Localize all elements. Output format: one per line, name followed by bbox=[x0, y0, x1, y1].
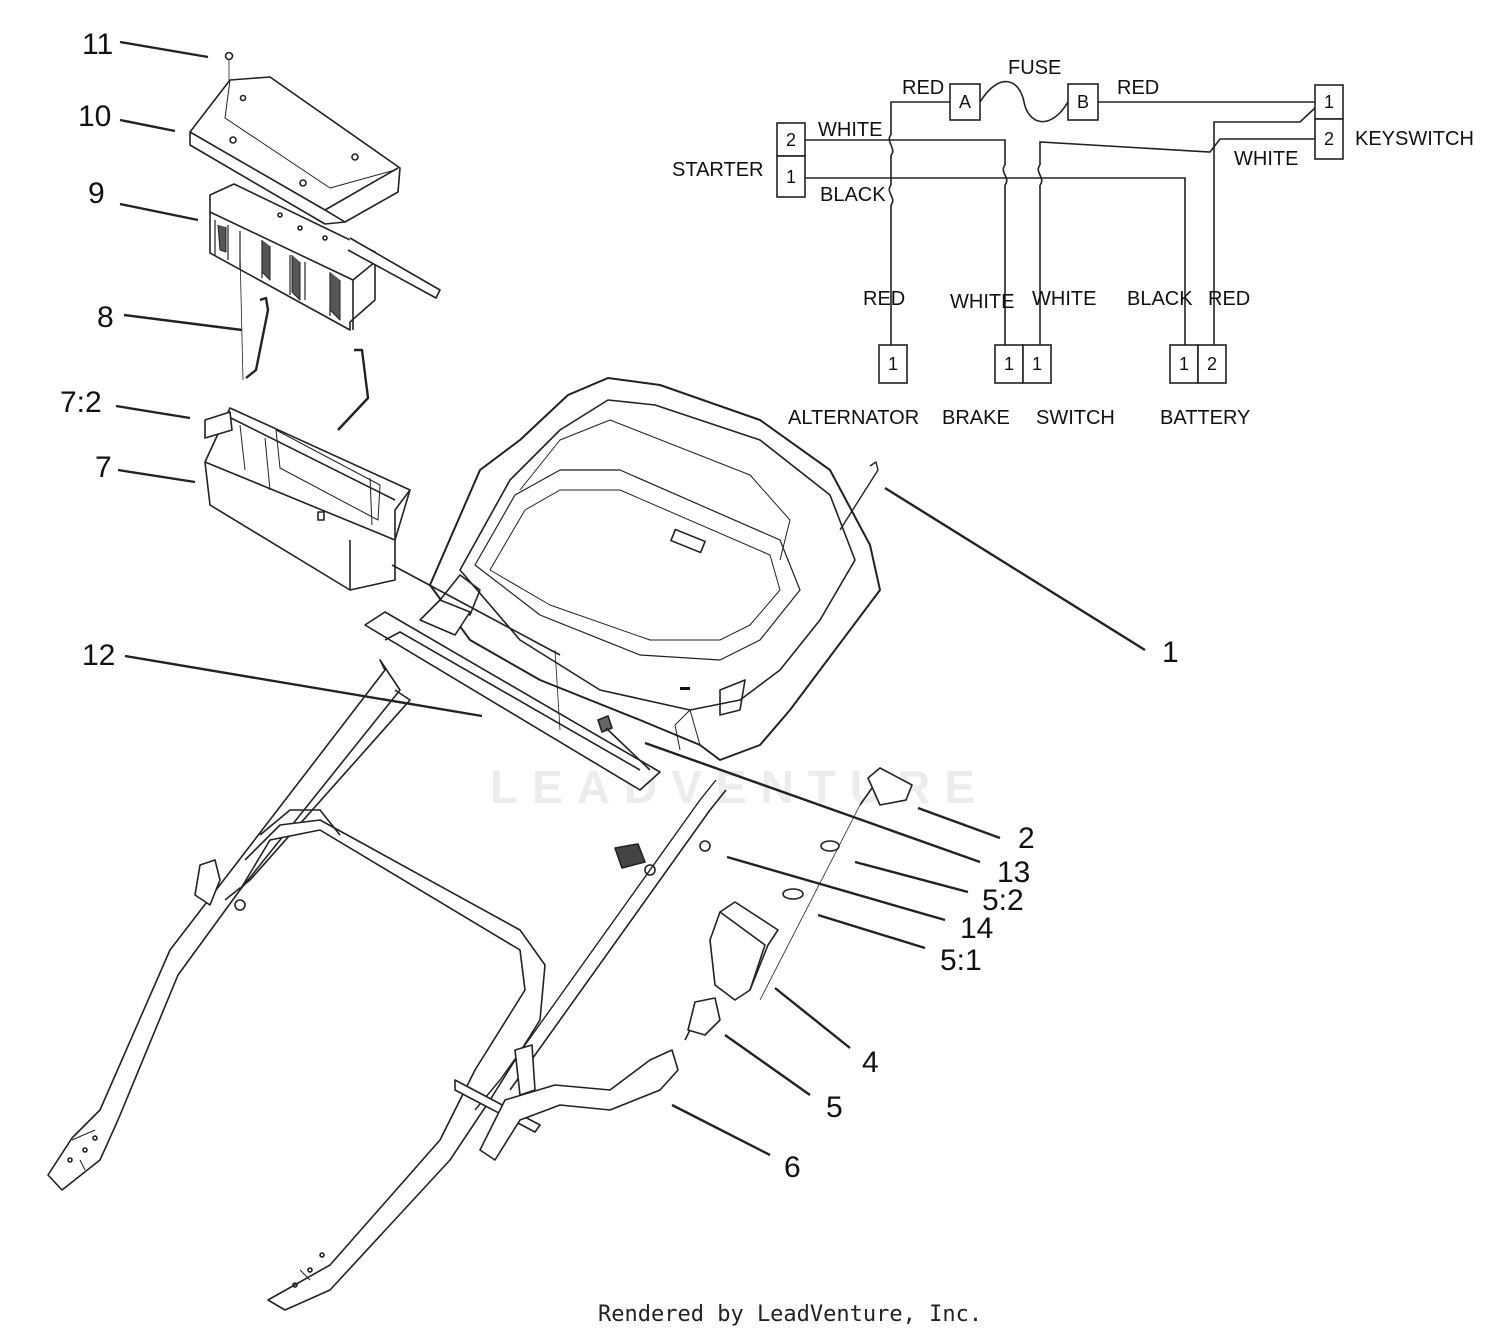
part-14-nut bbox=[699, 840, 711, 852]
leader-lines bbox=[115, 40, 1146, 1157]
watermark: LEADVENTURE bbox=[490, 761, 989, 813]
battery-label: BATTERY bbox=[1160, 407, 1250, 429]
wire-label-white: WHITE bbox=[950, 291, 1014, 313]
starter-pin-2: 2 bbox=[786, 130, 796, 150]
part-8-hold-down-rods bbox=[245, 296, 370, 431]
part-12-bracket bbox=[364, 599, 661, 791]
callout-7-2: 7:2 bbox=[60, 386, 102, 419]
fuse-terminal-a-box bbox=[949, 83, 981, 121]
part-1-control-console: ▬ bbox=[429, 377, 881, 761]
wiring-labels: FUSE A B RED RED WHITE BLACK WHITE START… bbox=[672, 57, 1474, 429]
callout-7: 7 bbox=[95, 451, 112, 484]
wire-label-black: BLACK bbox=[1127, 288, 1193, 310]
starter-label: STARTER bbox=[672, 159, 764, 181]
keyswitch-pin-2-box bbox=[1314, 118, 1344, 160]
part-2-key bbox=[759, 767, 913, 1001]
wire-label-white: WHITE bbox=[818, 119, 882, 141]
part-7-battery-tray bbox=[204, 407, 411, 591]
callout-11: 11 bbox=[82, 28, 113, 61]
callout-14: 14 bbox=[960, 912, 993, 945]
part-13-bolt bbox=[597, 715, 651, 771]
keyswitch-pin-2: 2 bbox=[1324, 129, 1334, 149]
keyswitch-pin-1: 1 bbox=[1324, 92, 1334, 112]
part-5-1-washer bbox=[782, 888, 804, 900]
starter-pin-1-box bbox=[776, 155, 806, 198]
switch-pin-box bbox=[1022, 344, 1052, 384]
callout-9: 9 bbox=[88, 177, 105, 210]
fuse-terminal-a: A bbox=[959, 92, 971, 112]
callout-13: 13 bbox=[997, 856, 1030, 889]
alternator-pin: 1 bbox=[888, 354, 898, 374]
fuse-element bbox=[979, 80, 1069, 123]
switch-label: SWITCH bbox=[1036, 407, 1115, 429]
wire-label-white: WHITE bbox=[1032, 288, 1096, 310]
callout-5-1: 5:1 bbox=[940, 944, 982, 977]
console-logo: ▬ bbox=[680, 682, 690, 693]
battery-pin-2: 2 bbox=[1207, 354, 1217, 374]
wire-label-black: BLACK bbox=[820, 184, 886, 206]
callout-8: 8 bbox=[97, 301, 114, 334]
keyswitch-label: KEYSWITCH bbox=[1355, 128, 1474, 150]
callout-numbers: 11 10 9 8 7:2 7 12 1 2 13 5:2 14 5:1 4 5… bbox=[60, 28, 1179, 1184]
callout-2: 2 bbox=[1018, 822, 1035, 855]
brake-pin: 1 bbox=[1004, 354, 1014, 374]
part-4-keyswitch-housing bbox=[709, 901, 779, 1001]
brake-pin-box bbox=[994, 344, 1024, 384]
wire-label-white: WHITE bbox=[1234, 148, 1298, 170]
brake-label: BRAKE bbox=[942, 407, 1010, 429]
wire-label-red: RED bbox=[1208, 288, 1250, 310]
wire-hop bbox=[1037, 164, 1043, 186]
fuse-terminal-b: B bbox=[1077, 92, 1089, 112]
battery-pin-2-box bbox=[1197, 344, 1227, 384]
battery-pin-1: 1 bbox=[1179, 354, 1189, 374]
wire-hop bbox=[888, 184, 894, 206]
fuse-label: FUSE bbox=[1008, 57, 1061, 79]
starter-pin-1: 1 bbox=[786, 167, 796, 187]
part-6-cable bbox=[479, 1049, 679, 1161]
part-10-battery-cover bbox=[189, 76, 401, 225]
exploded-parts: ▬ bbox=[47, 40, 1146, 1311]
wire-red-alternator bbox=[890, 101, 950, 355]
wire-white-switch bbox=[1039, 138, 1315, 345]
part-7-2-tray-clip bbox=[204, 411, 233, 439]
callout-1: 1 bbox=[1162, 636, 1179, 669]
wire-label-red: RED bbox=[1117, 77, 1159, 99]
footer-credit: Rendered by LeadVenture, Inc. bbox=[598, 1302, 982, 1327]
part-5-keyswitch bbox=[684, 997, 721, 1041]
callout-12: 12 bbox=[82, 639, 115, 672]
part-5-2-washer bbox=[820, 840, 840, 852]
wire-hop bbox=[888, 134, 894, 156]
callout-6: 6 bbox=[784, 1151, 801, 1184]
part-9-battery bbox=[209, 183, 441, 381]
callout-5: 5 bbox=[826, 1091, 843, 1124]
alternator-label: ALTERNATOR bbox=[788, 407, 919, 429]
alternator-pin-box bbox=[878, 344, 908, 384]
callout-4: 4 bbox=[862, 1046, 879, 1079]
wire-white-brake bbox=[805, 139, 1006, 345]
wire-black-battery bbox=[805, 177, 1186, 345]
callout-5-2: 5:2 bbox=[982, 884, 1024, 917]
wire-label-red: RED bbox=[863, 288, 905, 310]
switch-pin: 1 bbox=[1032, 354, 1042, 374]
wire-label-red: RED bbox=[902, 77, 944, 99]
wire-red-battery bbox=[1213, 107, 1316, 345]
wiring-schematic bbox=[776, 80, 1344, 384]
wire-hop bbox=[1002, 164, 1008, 186]
callout-10: 10 bbox=[78, 100, 111, 133]
part-1-screw bbox=[839, 461, 879, 531]
